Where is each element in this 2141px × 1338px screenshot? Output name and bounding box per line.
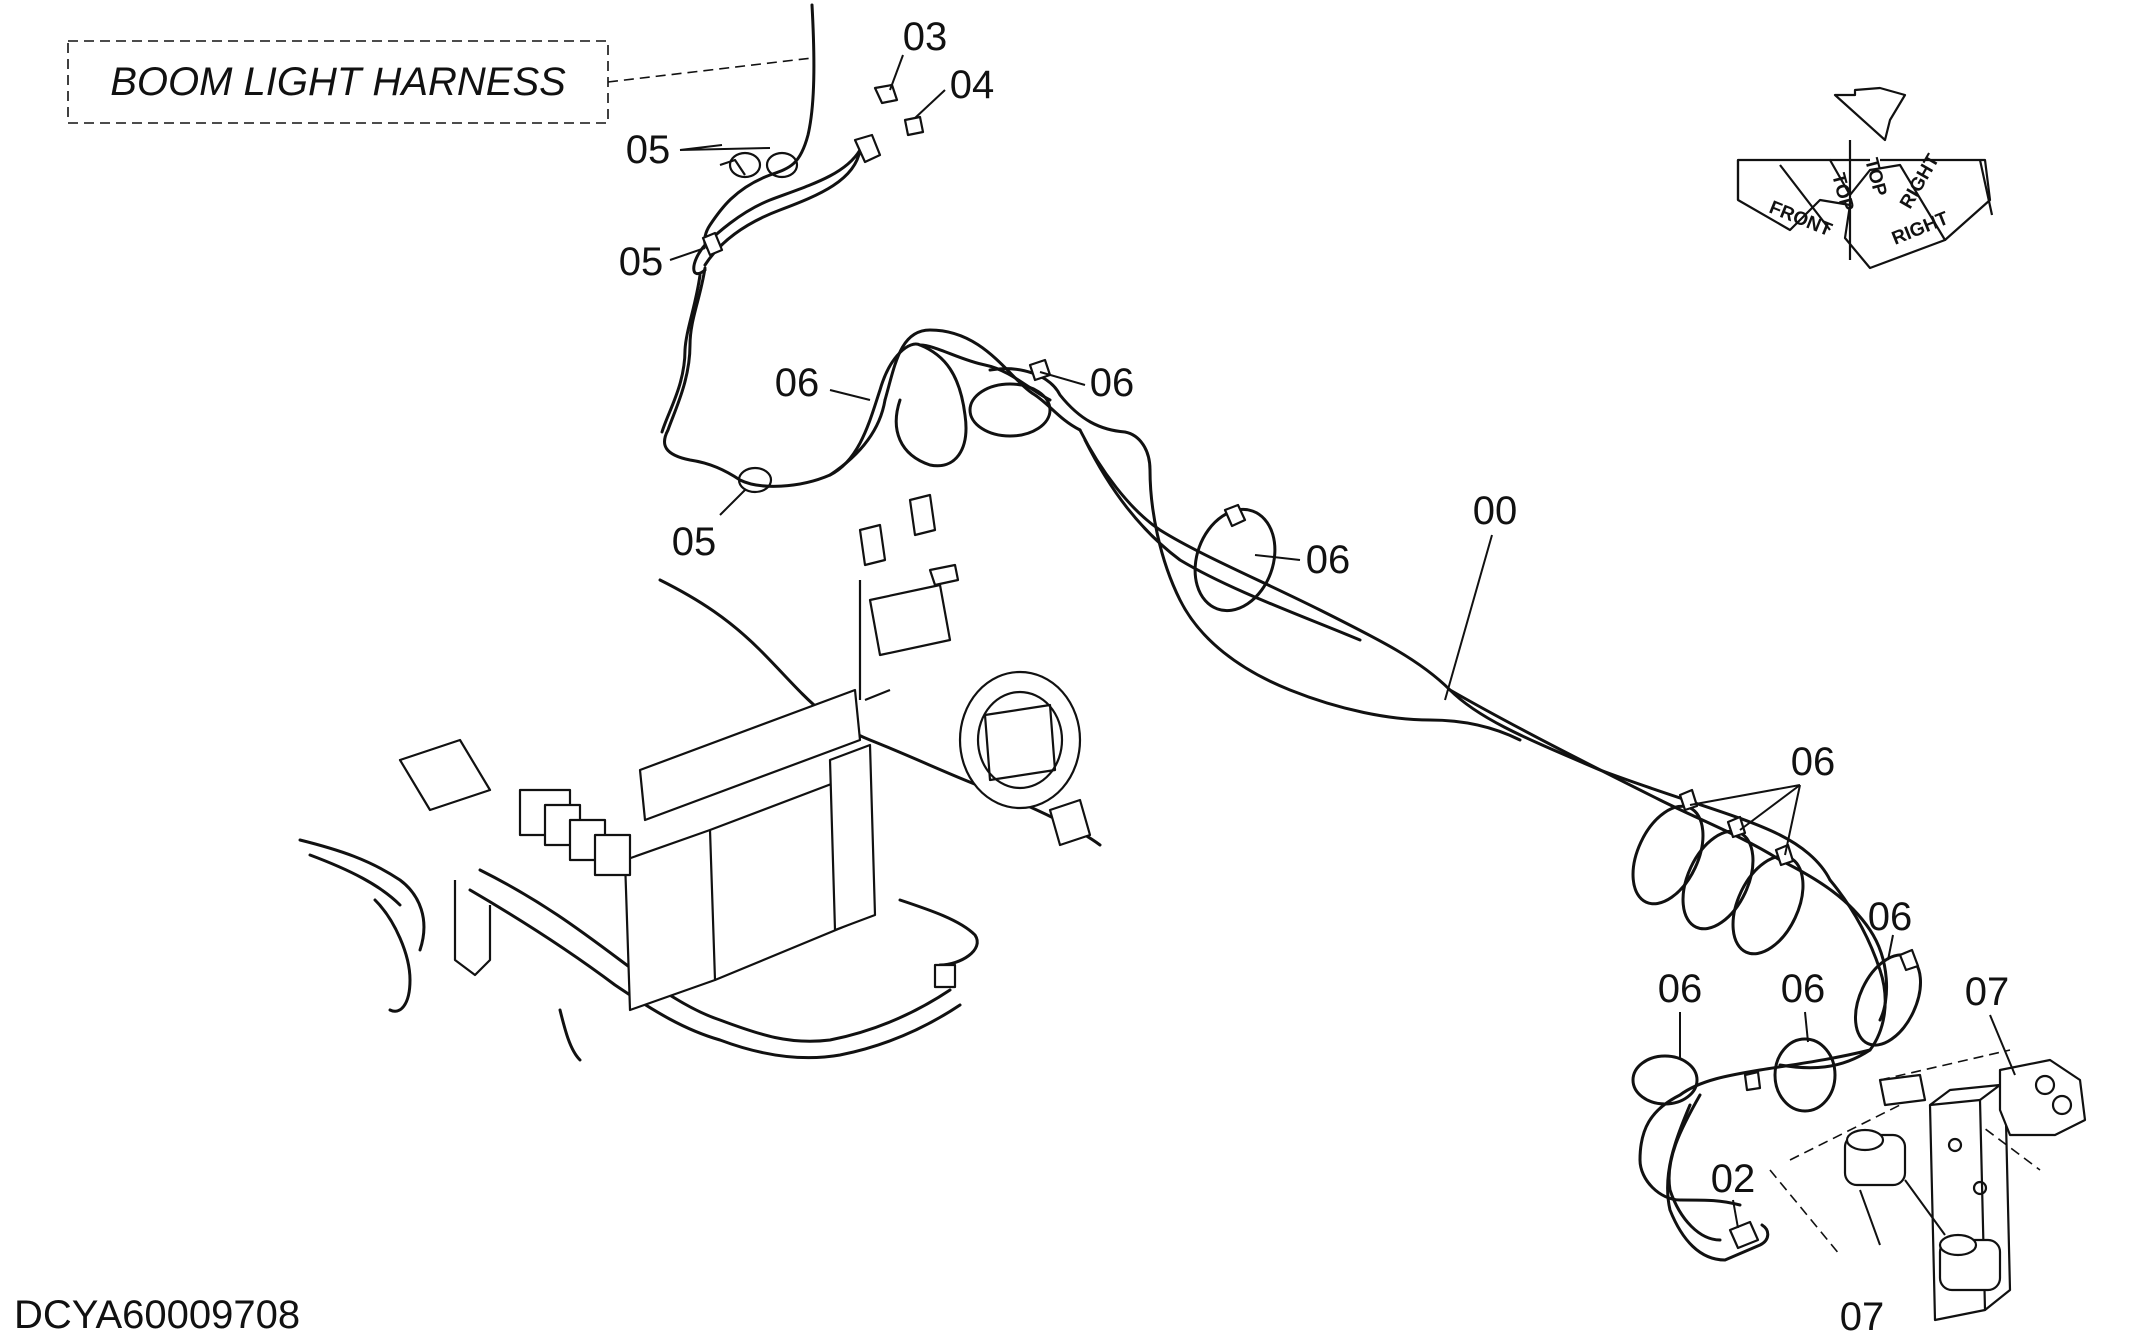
- callout-06-f: 06: [1781, 967, 1826, 1011]
- callout-06-e: 06: [1868, 895, 1913, 939]
- title-leader: [607, 57, 813, 83]
- bracket-plate: [828, 743, 877, 932]
- module-left: [398, 738, 492, 812]
- main-cab-trunk: [478, 868, 952, 1043]
- orientation-edges-icon: [1830, 140, 1992, 260]
- callout-04: 04: [950, 63, 995, 107]
- main-trunk-long: [1078, 428, 1832, 882]
- control-unit: [623, 828, 717, 1012]
- part-03-icon: [873, 83, 899, 105]
- part-04-icon: [903, 115, 925, 137]
- callout-02: 02: [1711, 1157, 1756, 1201]
- callout-labels: 03 04 05 05 05 06 06 06 00 06 06 06 06 0…: [619, 15, 2010, 1338]
- relay-assembly: [1769, 1049, 2087, 1322]
- connector-02: [1728, 1220, 1760, 1250]
- callout-06-a: 06: [775, 361, 820, 405]
- callout-07-a: 07: [1965, 970, 2010, 1014]
- loop-06-d1: [1631, 804, 1705, 906]
- callout-05-c: 05: [672, 520, 717, 564]
- callout-03: 03: [903, 15, 948, 59]
- cab-harness: [298, 493, 1102, 1062]
- boom-light-wire: [703, 3, 816, 252]
- connector-right: [1048, 798, 1092, 847]
- callout-00: 00: [1473, 489, 1518, 533]
- loop-06-g: [1631, 1054, 1699, 1106]
- valve-07: [1998, 1058, 2087, 1137]
- orientation-indicator: FRONT TOP TOP RIGHT RIGHT: [1736, 86, 1994, 270]
- clamp-05-d: [737, 466, 773, 494]
- connector-block: [1878, 1073, 1927, 1107]
- callout-05-a: 05: [626, 128, 671, 172]
- callout-leaders: [669, 54, 2016, 1229]
- callout-06-g: 06: [1658, 967, 1703, 1011]
- drawing-id: DCYA60009708: [14, 1293, 300, 1337]
- callout-05-b: 05: [619, 240, 664, 284]
- loop-06-f: [1773, 1037, 1837, 1113]
- callout-07-b: 07: [1840, 1295, 1885, 1338]
- title-box: BOOM LIGHT HARNESS: [67, 40, 813, 124]
- callout-06-d: 06: [1791, 740, 1836, 784]
- loop-06-d2: [1681, 829, 1755, 931]
- top-label-1: TOP: [1827, 171, 1857, 214]
- loop-06-e: [1854, 953, 1922, 1047]
- diagram-title: BOOM LIGHT HARNESS: [110, 60, 566, 104]
- callout-06-b: 06: [1090, 361, 1135, 405]
- clamp-05-a: [728, 151, 762, 179]
- loop-06-c: [1193, 507, 1277, 613]
- loop-06-a: [828, 342, 968, 477]
- loop-06-b: [988, 367, 1152, 472]
- callout-06-c: 06: [1306, 538, 1351, 582]
- clamp-05-c: [701, 231, 724, 257]
- connector-upper: [853, 133, 882, 164]
- loop-06-d3: [1731, 854, 1805, 956]
- fuse-relay-box: [638, 688, 862, 822]
- arrow-top-icon: [1833, 86, 1907, 142]
- right-harness: [1448, 688, 1922, 1262]
- clamp-05-b: [765, 151, 799, 179]
